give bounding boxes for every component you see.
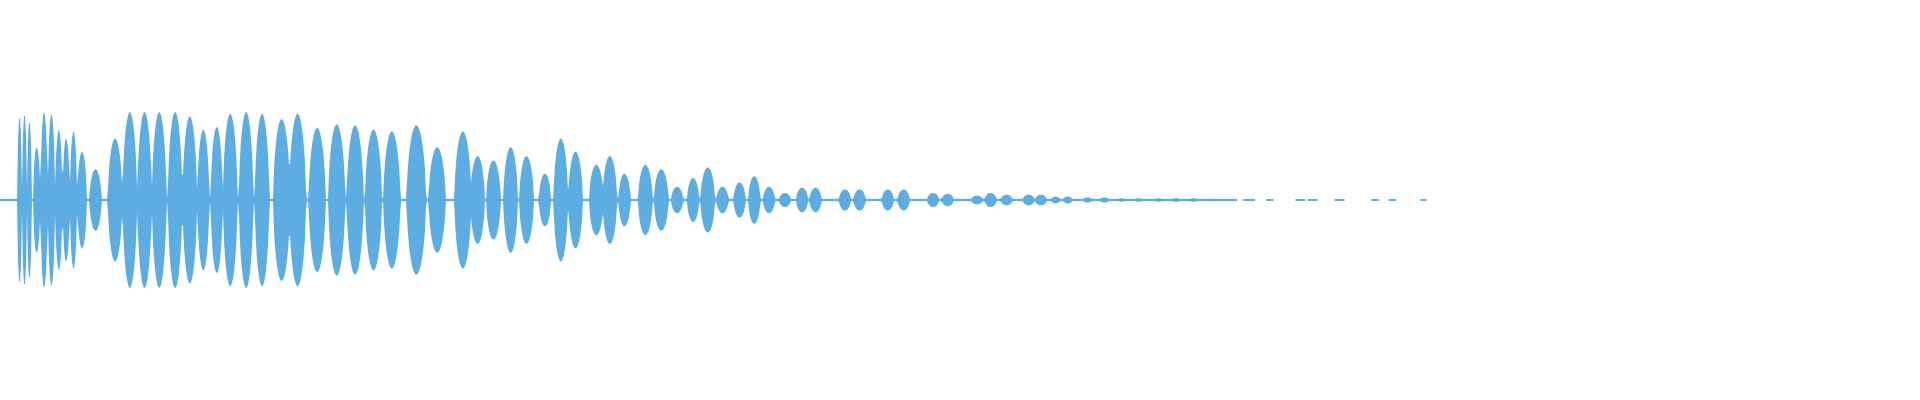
waveform-tail-segment (1295, 199, 1306, 201)
waveform-tail-segment (1371, 199, 1379, 201)
waveform-shape (0, 112, 1237, 288)
waveform-tail-segment (1266, 199, 1274, 201)
waveform-tail (1242, 199, 1427, 201)
waveform-tail-segment (1420, 199, 1427, 201)
waveform-tail-segment (1242, 199, 1256, 201)
waveform-tail-segment (1334, 199, 1345, 201)
waveform-tail-segment (1388, 199, 1396, 201)
waveform-tail-segment (1307, 199, 1318, 201)
